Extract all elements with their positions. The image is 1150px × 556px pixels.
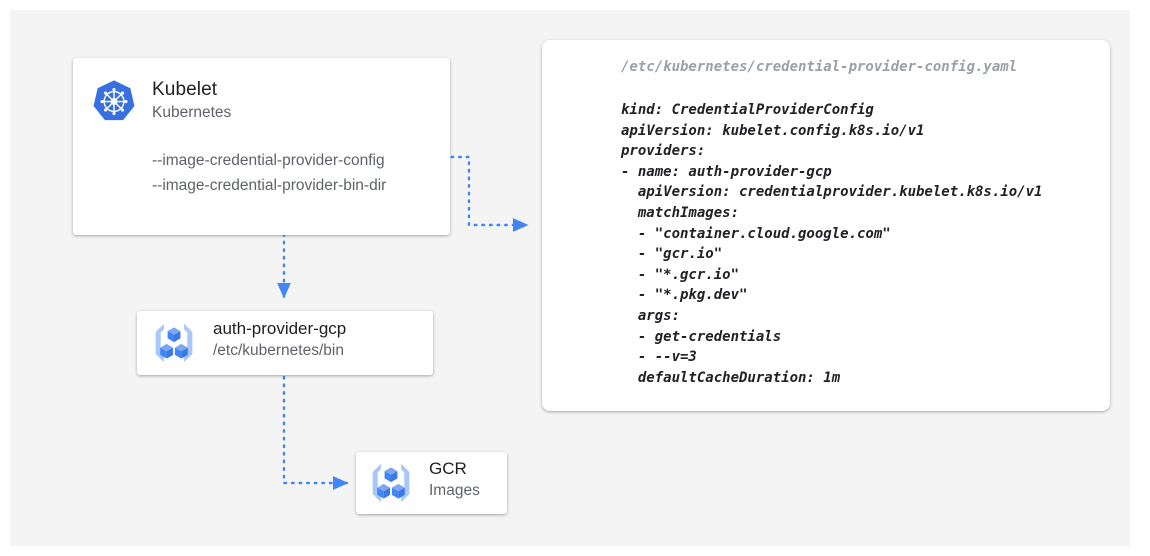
kubelet-card[interactable]: Kubelet Kubernetes --image-credential-pr… — [73, 58, 450, 235]
kubernetes-helm-icon — [91, 79, 137, 125]
yaml-file-content: kind: CredentialProviderConfig apiVersio… — [621, 102, 1043, 386]
gcr-container-registry-icon — [368, 461, 414, 505]
gcr-card[interactable]: GCR Images — [356, 452, 507, 514]
kubelet-flag-bin-dir: --image-credential-provider-bin-dir — [152, 177, 387, 194]
gcr-card-subtitle: Images — [429, 482, 480, 499]
yaml-file-path: /etc/kubernetes/credential-provider-conf… — [621, 59, 1018, 75]
gcr-card-title: GCR — [429, 459, 467, 478]
auth-provider-gcp-card[interactable]: auth-provider-gcp /etc/kubernetes/bin — [137, 311, 433, 375]
kubelet-card-title: Kubelet — [152, 79, 218, 100]
gcr-container-registry-icon — [151, 321, 197, 365]
kubelet-flag-config: --image-credential-provider-config — [152, 152, 385, 169]
auth-provider-gcp-title: auth-provider-gcp — [213, 319, 347, 338]
kubelet-card-flags: --image-credential-provider-config --ima… — [152, 148, 386, 198]
auth-provider-gcp-subtitle: /etc/kubernetes/bin — [213, 342, 344, 359]
yaml-config-card[interactable]: /etc/kubernetes/credential-provider-conf… — [542, 40, 1110, 411]
kubelet-card-subtitle: Kubernetes — [152, 104, 232, 121]
